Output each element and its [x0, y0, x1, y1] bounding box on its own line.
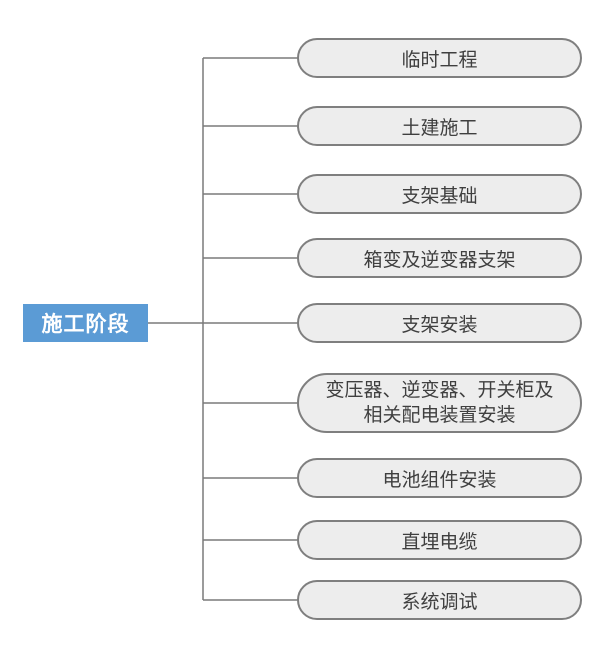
node-temporary-works: 临时工程	[297, 38, 582, 78]
node-box-transformer-inverter-support: 箱变及逆变器支架	[297, 238, 582, 278]
node-label: 箱变及逆变器支架	[363, 249, 516, 271]
node-transformer-inverter-switchgear-installation: 变压器、逆变器、开关柜及 相关配电装置安装	[297, 373, 582, 433]
node-label: 直埋电缆	[401, 531, 478, 553]
node-civil-construction: 土建施工	[297, 106, 582, 146]
root-node-label: 施工阶段	[41, 313, 130, 336]
root-node-construction-phase: 施工阶段	[23, 304, 148, 342]
node-label: 支架基础	[401, 185, 478, 207]
node-support-foundation: 支架基础	[297, 174, 582, 214]
node-label: 变压器、逆变器、开关柜及 相关配电装置安装	[325, 380, 554, 426]
node-label: 土建施工	[401, 117, 478, 139]
node-direct-buried-cable: 直埋电缆	[297, 520, 582, 560]
node-battery-module-installation: 电池组件安装	[297, 458, 582, 498]
node-label: 支架安装	[401, 314, 478, 336]
node-system-commissioning: 系统调试	[297, 580, 582, 620]
node-support-installation: 支架安装	[297, 303, 582, 343]
node-label: 系统调试	[401, 591, 478, 613]
node-label: 电池组件安装	[382, 469, 497, 491]
node-label: 临时工程	[401, 49, 478, 71]
